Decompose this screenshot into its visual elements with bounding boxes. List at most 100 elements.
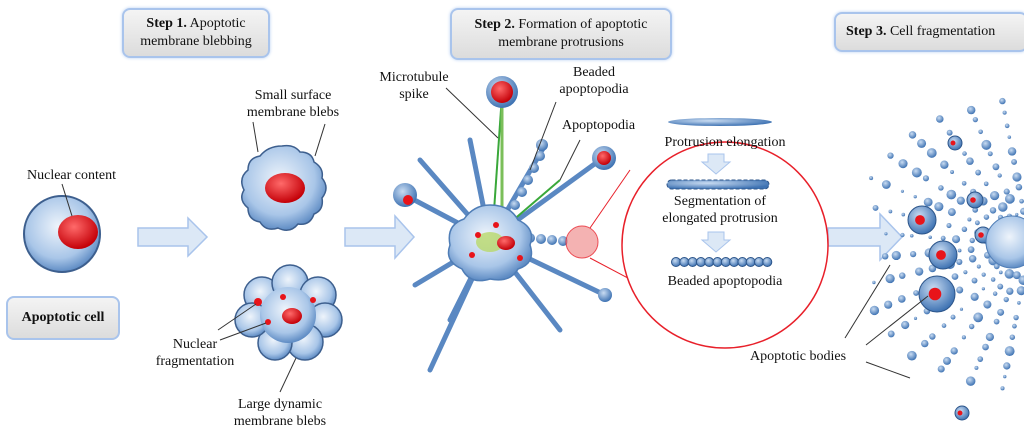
fragment [974,220,980,226]
fragment [1004,123,1010,129]
fragment [1012,271,1021,280]
fragment [983,300,992,309]
fragment [898,295,906,303]
bead [729,257,740,267]
fragment [910,251,917,258]
fragment [990,190,1000,201]
fragment [909,233,914,238]
fragment [976,264,981,269]
bead [745,257,756,267]
fragment [998,270,1003,275]
fragment [998,202,1008,212]
fragment [881,253,889,260]
fragment [962,151,967,156]
fragment [1012,323,1017,329]
fragment [974,365,979,370]
fragment [891,250,901,261]
fragment [928,287,942,301]
fragment [1013,314,1019,321]
bead [712,257,723,267]
nuclear-frag-line1: Nuclear [172,337,218,352]
fragment [999,97,1006,105]
arrow-2 [344,214,416,260]
arrow-1 [137,216,209,258]
fragment [872,280,876,285]
protrusion-cell [393,76,616,373]
large-blebs-line2: membrane blebs [233,414,327,429]
bead [737,257,748,267]
large-blebs-line1: Large dynamic [237,397,323,412]
fragment [973,312,984,323]
apoptopodia-label: Apoptopodia [562,118,636,133]
protrusion-elongation-label: Protrusion elongation [664,135,786,150]
fragment [972,116,979,123]
fragment [983,181,989,187]
fragment [981,287,985,291]
fragment [872,204,879,211]
fragmented-cell [869,97,1024,421]
fragment [869,305,880,316]
small-blebs-line2: membrane blebs [246,105,340,120]
fragment [981,272,986,277]
fragment [881,180,891,189]
fragment [888,209,893,214]
fragment [970,197,976,203]
fragment [937,365,945,373]
small-blebs-line1: Small surface [254,88,332,103]
fragment [1003,374,1007,379]
fragment [915,215,925,225]
bead [679,257,690,267]
fragment [967,217,972,222]
bead [695,257,706,267]
fragment [968,255,977,263]
bead [671,257,681,267]
fragment [978,129,983,135]
fragment [989,207,997,214]
fragment [966,157,974,165]
magnified-view [589,118,829,349]
fragment [957,410,963,416]
fragment [915,267,924,276]
fragment [972,207,979,213]
fragment [1003,296,1009,303]
apoptotic-bodies-label: Apoptotic bodies [750,349,847,364]
nuclear-content-label: Nuclear content [27,168,117,183]
fragment [950,170,955,174]
fragment [941,323,947,328]
fragment [993,318,1000,325]
fragment [926,148,937,158]
fragment [971,277,978,284]
fragment [887,330,895,338]
fragment [917,138,927,148]
fragment [1018,275,1024,285]
segmentation-line2: elongated protrusion [662,211,778,226]
fragment [993,263,1000,270]
fragment [946,129,953,136]
fragment [969,237,975,244]
fragment [975,169,982,176]
apoptotic-cell-illustration [23,183,101,273]
fragment [997,308,1005,316]
step-2-text-2: membrane protrusions [498,35,624,50]
fragment [965,376,976,386]
fragment [913,195,917,199]
fragment [1009,334,1016,340]
fragment [952,235,961,244]
step-1-text: Apoptotic [189,16,246,31]
fragment [982,343,989,351]
fragment [997,173,1002,178]
step-3-text: Cell fragmentation [889,24,996,39]
fragment [928,235,932,239]
fragment [900,232,905,238]
apoptotic-cell-label: Apoptotic cell [6,296,120,340]
fragment [981,139,992,150]
fragment [887,152,894,159]
step-1-label: Step 1. [146,16,187,31]
fragment [985,332,994,342]
fragment [885,273,895,284]
fragment [961,335,966,340]
small-blebs-label: Small surface membrane blebs [240,87,346,121]
